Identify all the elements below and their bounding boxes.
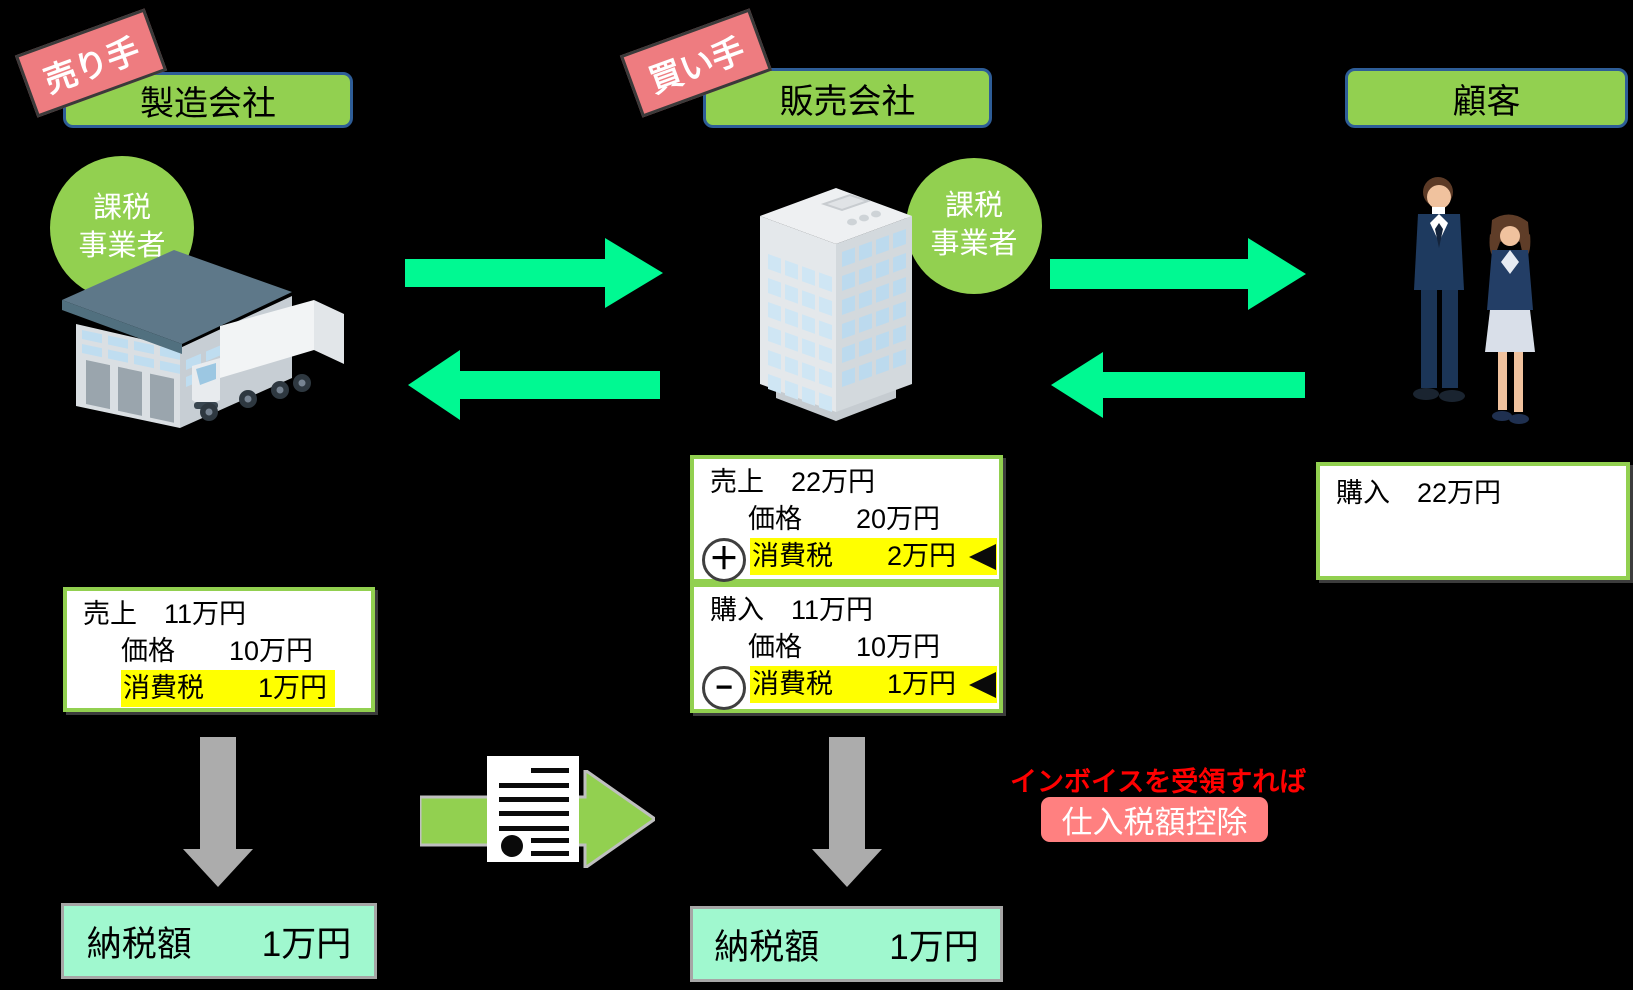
seller-tax-line: 消費税 1万円: [121, 670, 336, 707]
minus-circle-icon: −: [702, 665, 746, 710]
buyer-sales-price-line: 価格 20万円: [748, 504, 941, 534]
payment-flow-arrow-customer-to-buyer: [1051, 352, 1305, 418]
buyer-purchase-ledger: 購入 11万円 価格 10万円 − 消費税 1万円: [690, 583, 1003, 713]
buyer-tax-payment-arrow: [812, 737, 882, 887]
purchase-tax-deduction-label: 仕入税額控除: [1041, 797, 1268, 842]
customer-purchase-line: 購入 22万円: [1336, 478, 1502, 508]
buyer-sales-ledger: 売上 22万円 価格 20万円 ＋ 消費税 2万円: [690, 455, 1003, 583]
buyer-title-label: 販売会社: [779, 82, 916, 121]
buyer-tax-amount: 納税額 1万円: [714, 927, 979, 967]
seller-tax-amount: 納税額 1万円: [86, 924, 352, 964]
buyer-title: 販売会社: [703, 68, 992, 128]
buyer-badge-line1: 課税: [944, 190, 1003, 223]
buyer-purchase-tax-line: 消費税 1万円: [750, 666, 997, 703]
buyer-tax-amount-box: 納税額 1万円: [690, 906, 1003, 982]
goods-flow-arrow-buyer-to-customer: [1050, 238, 1306, 310]
payment-flow-arrow-buyer-to-seller: [408, 350, 660, 420]
seller-title: 製造会社: [63, 72, 353, 128]
seller-ledger: 売上 11万円 価格 10万円 消費税 1万円: [63, 587, 375, 712]
tax-cue-arrowhead-purchase: [969, 671, 996, 698]
customer-title-label: 顧客: [1452, 82, 1521, 121]
seller-tax-payment-arrow: [183, 737, 253, 887]
office-building-icon: [746, 180, 928, 434]
seal-stamp-icon: [501, 835, 523, 857]
plus-circle-icon: ＋: [702, 537, 746, 582]
buyer-sales-line: 売上 22万円: [710, 467, 876, 497]
buyer-sales-tax-line: 消費税 2万円: [750, 538, 997, 575]
invoice-condition-note: インボイスを受領すれば: [1010, 767, 1307, 797]
customer-title: 顧客: [1345, 68, 1628, 128]
tax-cue-arrowhead-sales: [969, 543, 996, 570]
seller-title-label: 製造会社: [140, 84, 276, 123]
buyer-badge-line2: 事業者: [930, 228, 1018, 260]
seller-badge-line1: 課税: [92, 192, 151, 225]
buyer-purchase-line: 購入 11万円: [710, 595, 874, 625]
seller-badge-line2: 事業者: [78, 230, 166, 262]
seller-price-line: 価格 10万円: [121, 636, 314, 666]
business-people-icon: [1388, 168, 1563, 436]
invoice-document-icon: [487, 756, 579, 862]
buyer-purchase-price-line: 価格 10万円: [748, 632, 941, 662]
customer-ledger: 購入 22万円: [1316, 462, 1630, 580]
seller-sales-line: 売上 11万円: [83, 599, 247, 629]
seller-tax-amount-box: 納税額 1万円: [61, 903, 377, 979]
buyer-taxable-badge: 課税 事業者: [906, 158, 1042, 294]
goods-flow-arrow-seller-to-buyer: [405, 238, 663, 308]
factory-truck-icon: [52, 238, 344, 434]
purchase-tax-deduction-text: 仕入税額控除: [1061, 805, 1248, 840]
